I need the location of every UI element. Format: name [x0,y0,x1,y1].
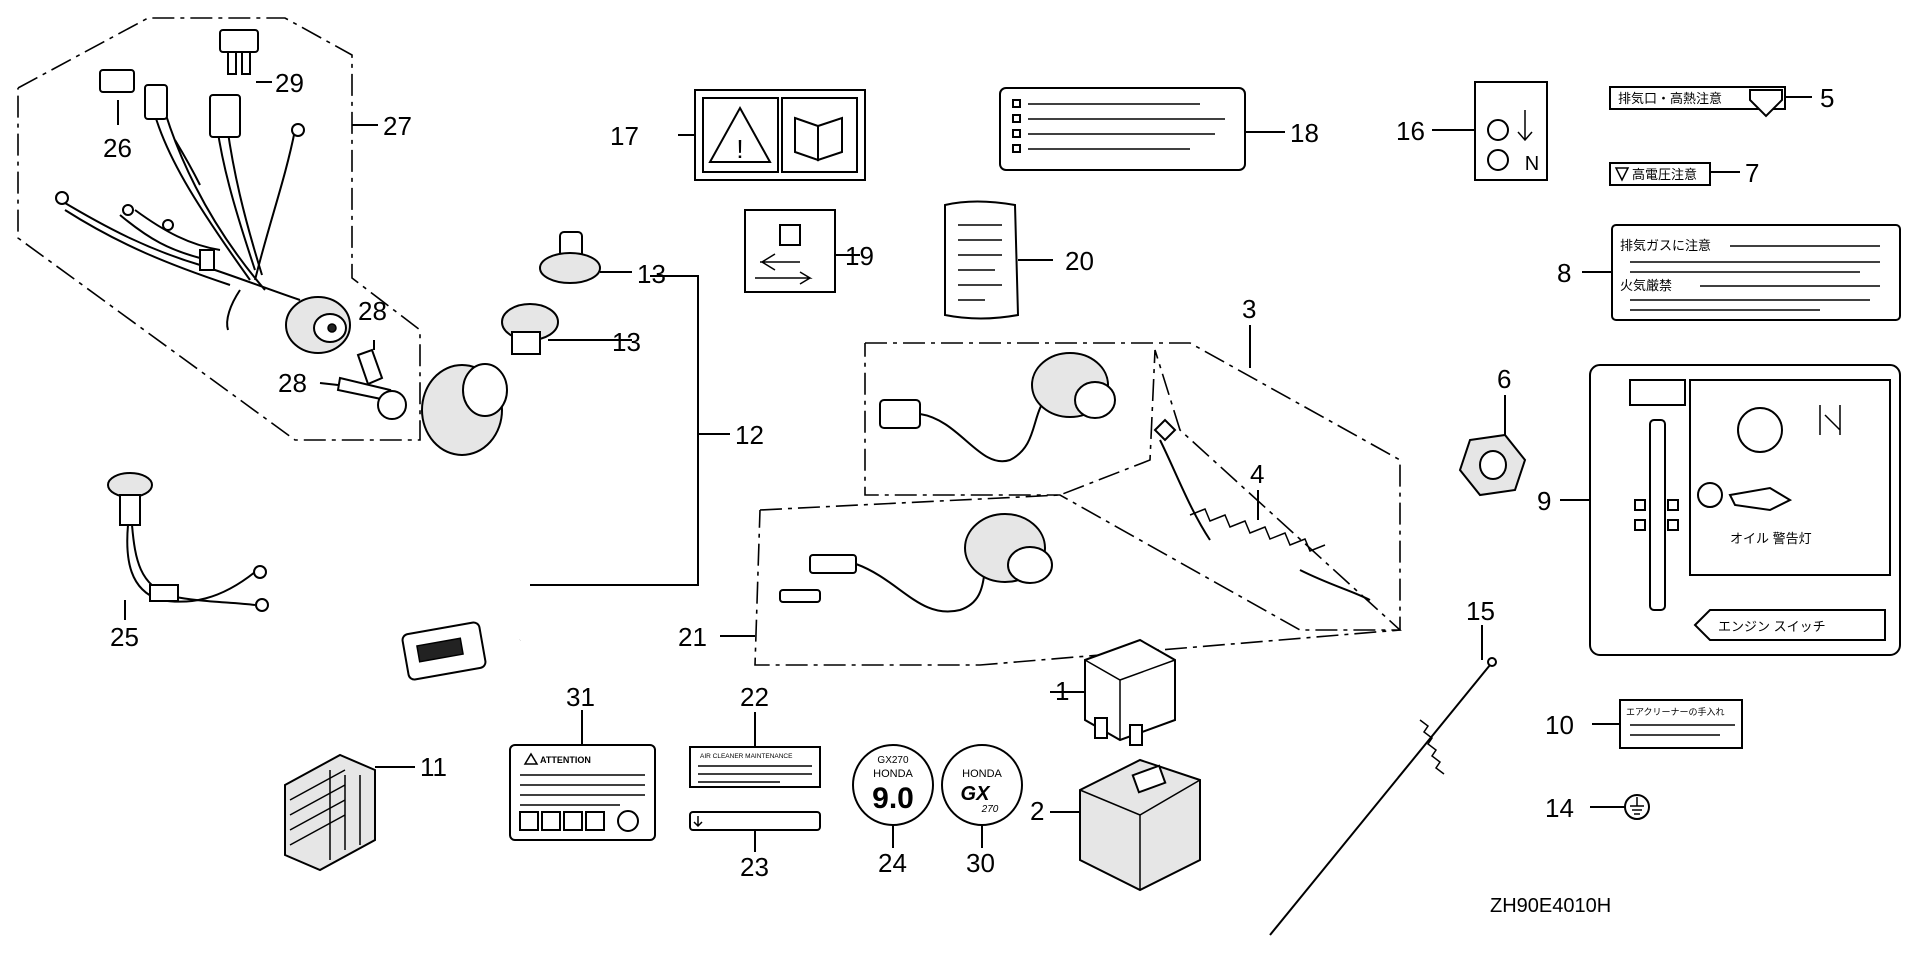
label-22-text: AIR CLEANER MAINTENANCE [700,753,793,760]
callout-7: 7 [1745,158,1759,188]
harness-group [17,17,421,441]
emblem-24-model: GX270 [877,755,909,766]
harness-coupler [144,84,168,120]
callout-30: 30 [966,848,995,878]
callout-13-top: 13 [637,259,666,289]
harness-connector [99,69,135,93]
fuse-part-29 [219,29,270,83]
callout-2: 2 [1030,796,1044,826]
label-7: 高電圧注意 [1609,162,1711,186]
label-18 [999,87,1246,171]
callout-23: 23 [740,852,769,882]
label-5: 排気口・高熱注意 [1609,86,1786,118]
callout-22: 22 [740,682,769,712]
diagram-code: ZH90E4010H [1490,895,1611,917]
emblem-30: HONDA GX 270 [941,744,1023,826]
callout-10: 10 [1545,710,1574,740]
label-22: AIR CLEANER MAINTENANCE [689,746,821,788]
ignition-key-28 [336,348,407,420]
label-7-text: 高電圧注意 [1632,167,1697,182]
callout-25: 25 [110,622,139,652]
label-8-text-1: 排気ガスに注意 [1620,238,1711,253]
callout-6: 6 [1497,364,1511,394]
callout-28-bottom: 28 [278,368,307,398]
warning-label-17: ! [694,89,866,181]
label-31: ATTENTION [509,744,656,841]
harness-clamp [199,249,215,271]
label-16: N [1474,81,1548,181]
callout-12: 12 [735,420,764,450]
callout-20: 20 [1065,246,1094,276]
emblem-30-gx: GX [961,783,992,805]
label-19 [744,209,836,293]
rod-15 [1269,657,1497,936]
callout-15: 15 [1466,596,1495,626]
callout-24: 24 [878,848,907,878]
callout-8: 8 [1557,258,1571,288]
callout-29: 29 [275,68,304,98]
label-8-text-2: 火気厳禁 [1620,278,1672,293]
callout-21: 21 [678,622,707,652]
callout-16: 16 [1396,116,1425,146]
ground-symbol-14 [1624,794,1650,820]
callout-28-top: 28 [358,296,387,326]
callout-numbers: 1 2 3 4 5 6 7 8 9 10 11 12 13 13 14 15 1… [103,68,1834,882]
label-23 [689,811,821,831]
callout-9: 9 [1537,486,1551,516]
oil-sensor-25 [107,472,269,612]
panel-label-9: オイル 警告灯 エンジン スイッチ [1589,364,1901,656]
switch-cable-12 [401,363,537,681]
callout-17: 17 [610,121,639,151]
callout-18: 18 [1290,118,1319,148]
callout-1: 1 [1055,676,1069,706]
ignition-coil-21 [779,513,1053,613]
callout-26: 26 [103,133,132,163]
emblem-24: GX270 HONDA 9.0 [852,744,934,826]
label-31-text: ATTENTION [540,755,591,765]
ignition-coil-3 [879,352,1116,463]
callout-27: 27 [383,111,412,141]
callout-14: 14 [1545,793,1574,823]
foam-block-2 [1079,758,1201,892]
spring-wire-4 [1153,418,1371,601]
callout-31: 31 [566,682,595,712]
emblem-24-brand: HONDA [873,768,913,780]
callout-4: 4 [1250,459,1264,489]
label-9-oil-text: オイル 警告灯 [1730,531,1812,546]
harness-ring-terminal [291,123,305,137]
nut-6 [1458,433,1527,497]
relay-1 [1084,638,1176,746]
callout-19: 19 [845,241,874,271]
emblem-30-brand: HONDA [962,768,1002,780]
switch-knob-13 [501,231,601,355]
svg-text:!: ! [736,134,743,164]
callout-13-bottom: 13 [612,327,641,357]
callout-11: 11 [420,752,447,782]
callout-3: 3 [1242,294,1256,324]
harness-group-outline [17,17,421,441]
regulator-11 [284,753,376,872]
label-10-text: エアクリーナーの手入れ [1626,706,1725,717]
emblem-30-model: 270 [981,804,999,815]
label-10: エアクリーナーの手入れ [1619,699,1743,749]
label-20 [944,200,1020,320]
label-8: 排気ガスに注意 火気厳禁 [1611,224,1901,321]
label-9-switch-text: エンジン スイッチ [1718,619,1826,634]
emblem-24-hp: 9.0 [872,782,914,815]
leader-lines [117,81,1812,852]
harness-fuse-holder [209,94,241,138]
label-5-text: 排気口・高熱注意 [1618,91,1722,106]
group-21-outline [754,349,1402,666]
svg-text:N: N [1525,153,1539,175]
group-3-outline [864,342,1401,631]
callout-5: 5 [1820,83,1834,113]
